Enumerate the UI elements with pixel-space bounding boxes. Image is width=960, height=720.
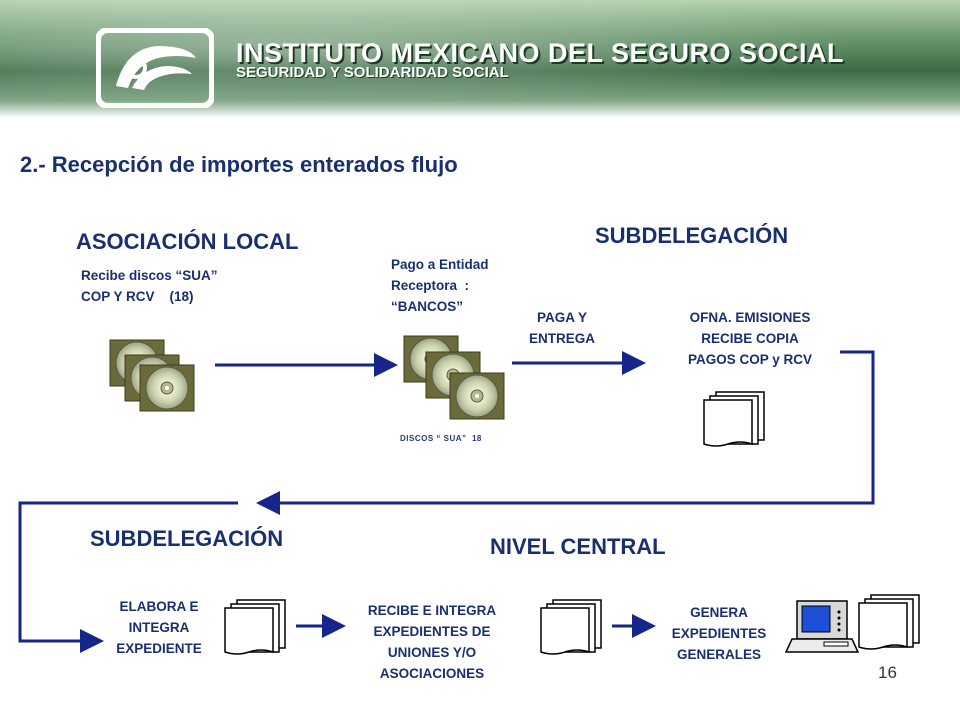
pago-entidad-line-3: “BANCOS”: [391, 299, 464, 314]
org-title: INSTITUTO MEXICANO DEL SEGURO SOCIAL: [236, 38, 845, 68]
elabora-line-2: INTEGRA: [128, 620, 190, 635]
recibe-discos-line-2: COP Y RCV (18): [81, 289, 194, 304]
imss-logo: [96, 28, 214, 108]
document-stack-icon: [703, 391, 765, 447]
ofna-emisiones-label: OFNA. EMISIONES RECIBE COPIA PAGOS COP y…: [660, 307, 840, 370]
recibe-discos-label: Recibe discos “SUA” COP Y RCV (18): [81, 265, 218, 307]
ofna-line-2: RECIBE COPIA: [701, 331, 799, 346]
pago-entidad-label: Pago a Entidad Receptora : “BANCOS”: [391, 254, 489, 317]
slide-title: 2.- Recepción de importes enterados fluj…: [20, 152, 458, 177]
paga-entrega-label: PAGA Y ENTREGA: [512, 307, 612, 349]
section-asociacion-local: ASOCIACIÓN LOCAL: [76, 229, 299, 254]
recibe-integra-label: RECIBE E INTEGRA EXPEDIENTES DE UNIONES …: [342, 600, 522, 684]
flow-arrow: [256, 350, 875, 515]
document-stack-icon: [224, 599, 286, 655]
ofna-line-3: PAGOS COP y RCV: [687, 352, 813, 367]
genera-line-2: EXPEDIENTES: [671, 626, 767, 641]
cd-disc-icon: [109, 339, 195, 412]
pago-entidad-line-2: Receptora :: [391, 278, 470, 293]
recibe-integra-line-2: EXPEDIENTES DE: [373, 624, 491, 639]
section-subdelegacion-bottom: SUBDELEGACIÓN: [90, 526, 284, 551]
discos-sua-label: DISCOS “ SUA” 18: [400, 434, 482, 443]
elabora-line-1: ELABORA E: [119, 599, 199, 614]
flow-arrow: [18, 501, 238, 653]
document-stack-icon: [858, 594, 920, 650]
header-glow: [0, 0, 960, 118]
genera-line-1: GENERA: [690, 605, 748, 620]
recibe-integra-line-3: UNIONES Y/O: [387, 645, 477, 660]
elabora-label: ELABORA E INTEGRA EXPEDIENTE: [104, 596, 214, 659]
cd-disc-icon: [403, 335, 505, 420]
recibe-integra-line-1: RECIBE E INTEGRA: [367, 603, 497, 618]
recibe-discos-line-1: Recibe discos “SUA”: [81, 268, 218, 283]
computer-icon: [784, 600, 860, 653]
recibe-integra-line-4: ASOCIACIONES: [379, 666, 485, 681]
page-number: 16: [878, 663, 897, 682]
elabora-line-3: EXPEDIENTE: [116, 641, 202, 656]
section-subdelegacion-top: SUBDELEGACIÓN: [595, 223, 789, 248]
org-motto: SEGURIDAD Y SOLIDARIDAD SOCIAL: [236, 64, 509, 81]
paga-line-2: ENTREGA: [528, 331, 595, 346]
paga-line-1: PAGA Y: [536, 310, 587, 325]
ofna-line-1: OFNA. EMISIONES: [689, 310, 811, 325]
document-stack-icon: [540, 599, 602, 655]
pago-entidad-line-1: Pago a Entidad: [391, 257, 489, 272]
header-banner: [0, 0, 960, 118]
genera-line-3: GENERALES: [676, 647, 761, 662]
genera-label: GENERA EXPEDIENTES GENERALES: [652, 602, 786, 665]
section-nivel-central: NIVEL CENTRAL: [490, 534, 666, 559]
